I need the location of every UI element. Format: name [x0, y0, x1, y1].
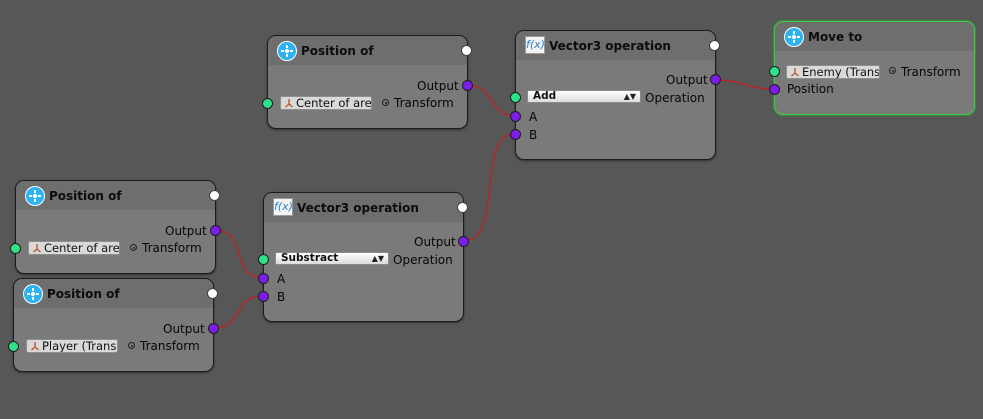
operation-label: Operation — [393, 253, 453, 267]
output-label: Output — [666, 73, 708, 87]
output-port[interactable] — [208, 323, 219, 334]
node-title: Position of — [301, 44, 374, 58]
operation-input-port[interactable] — [510, 92, 521, 103]
flow-port-icon[interactable] — [209, 190, 220, 201]
transform-object-field[interactable]: Player (Trans — [26, 339, 118, 353]
position-of-node-2[interactable]: Position of Output Center of are Transfo… — [10, 180, 221, 274]
function-fx-icon: f(x) — [273, 198, 293, 216]
gameobject-transform-icon — [285, 99, 293, 108]
input-a-port[interactable] — [510, 111, 521, 122]
node-header[interactable]: Position of — [14, 279, 218, 308]
wire-sub-to-add-b — [462, 133, 516, 242]
action-node-icon — [25, 186, 45, 206]
operation-label: Operation — [645, 91, 705, 105]
field-type-label: Transform — [901, 65, 961, 79]
node-title: Vector3 operation — [549, 39, 671, 53]
input-b-port[interactable] — [510, 129, 521, 140]
gameobject-transform-icon — [33, 244, 41, 253]
dropdown-arrow-icon: ▲▼ — [623, 92, 636, 101]
input-a-port[interactable] — [258, 273, 269, 284]
field-type-label: Transform — [394, 96, 454, 110]
output-label: Output — [414, 235, 456, 249]
node-header[interactable]: Position of — [268, 36, 472, 65]
node-title: Move to — [808, 30, 863, 44]
flow-port-icon[interactable] — [461, 45, 472, 56]
wire-pos3-to-sub-b — [212, 295, 264, 329]
object-picker-icon[interactable] — [889, 67, 896, 74]
vector3-operation-node-add[interactable]: f(x) Vector3 operation Output Add ▲▼ Ope… — [510, 30, 721, 160]
field-type-label: Transform — [140, 339, 200, 353]
field-type-label: Transform — [142, 241, 202, 255]
position-label: Position — [787, 82, 834, 96]
wire-add-to-moveto-position — [714, 79, 775, 90]
gameobject-transform-icon — [791, 68, 799, 77]
node-title: Position of — [49, 189, 122, 203]
input-b-label: B — [277, 290, 286, 304]
node-header[interactable]: Position of — [16, 181, 220, 210]
node-header[interactable]: Move to — [775, 22, 974, 51]
vector3-operation-node-substract[interactable]: f(x) Vector3 operation Output Substract … — [258, 192, 469, 322]
node-header[interactable]: f(x) Vector3 operation — [516, 31, 720, 60]
transform-input-port[interactable] — [10, 243, 21, 254]
node-title: Vector3 operation — [297, 201, 419, 215]
node-title: Position of — [47, 287, 120, 301]
flow-port-icon[interactable] — [709, 40, 720, 51]
gameobject-transform-icon — [31, 342, 39, 351]
operation-selected: Substract — [281, 252, 339, 264]
field-value: Center of are — [44, 241, 120, 255]
move-to-node[interactable]: Move to Enemy (Trans Transform Position — [769, 21, 975, 115]
function-fx-icon: f(x) — [525, 36, 545, 54]
operation-input-port[interactable] — [258, 254, 269, 265]
input-b-label: B — [529, 128, 538, 142]
output-label: Output — [165, 224, 207, 238]
input-b-port[interactable] — [258, 291, 269, 302]
dropdown-arrow-icon: ▲▼ — [371, 254, 384, 263]
field-value: Center of are — [296, 96, 372, 110]
output-label: Output — [417, 79, 459, 93]
transform-object-field[interactable]: Enemy (Trans — [786, 65, 880, 79]
position-of-node-1[interactable]: Position of Output Center of are Transfo… — [262, 35, 473, 129]
position-of-node-3[interactable]: Position of Output Player (Trans Transfo… — [8, 278, 219, 372]
wire-pos2-to-sub-a — [214, 229, 264, 279]
transform-object-field[interactable]: Center of are — [280, 96, 372, 110]
output-label: Output — [163, 322, 205, 336]
object-picker-icon[interactable] — [128, 342, 135, 349]
field-value: Enemy (Trans — [802, 65, 880, 79]
transform-object-field[interactable]: Center of are — [28, 241, 120, 255]
flow-port-icon[interactable] — [457, 202, 468, 213]
transform-input-port[interactable] — [769, 66, 780, 77]
output-port[interactable] — [210, 225, 221, 236]
output-port[interactable] — [458, 236, 469, 247]
node-header[interactable]: f(x) Vector3 operation — [264, 193, 468, 222]
field-value: Player (Trans — [42, 339, 117, 353]
transform-input-port[interactable] — [8, 341, 19, 352]
action-node-icon — [23, 284, 43, 304]
flow-port-icon[interactable] — [207, 288, 218, 299]
object-picker-icon[interactable] — [130, 244, 137, 251]
output-port[interactable] — [710, 74, 721, 85]
input-a-label: A — [277, 272, 286, 286]
input-a-label: A — [529, 110, 538, 124]
action-node-icon — [277, 41, 297, 61]
action-node-icon — [784, 27, 804, 47]
operation-selected: Add — [533, 90, 557, 102]
operation-dropdown[interactable]: Substract ▲▼ — [275, 252, 389, 265]
object-picker-icon[interactable] — [382, 99, 389, 106]
operation-dropdown[interactable]: Add ▲▼ — [527, 90, 641, 103]
output-port[interactable] — [462, 80, 473, 91]
wire-pos1-to-add-a — [466, 84, 516, 117]
position-input-port[interactable] — [769, 84, 780, 95]
transform-input-port[interactable] — [262, 98, 273, 109]
